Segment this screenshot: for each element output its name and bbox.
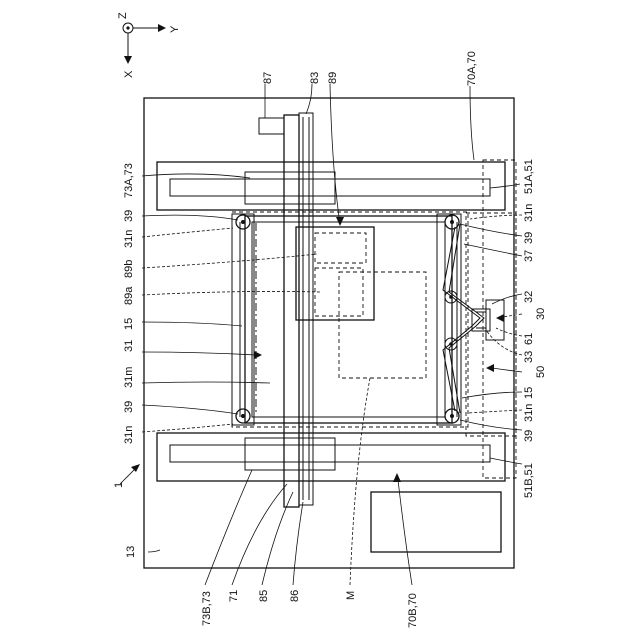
label-86: 86: [289, 590, 301, 602]
label-85: 85: [258, 590, 270, 602]
slider-73b: [245, 438, 335, 470]
label-89a: 89a: [123, 286, 135, 305]
axis-z-label: Z: [117, 12, 129, 19]
label-51b: 51B,51: [523, 463, 535, 498]
label-30: 30: [535, 308, 547, 320]
head-89b: [315, 233, 366, 263]
base-plate: [144, 98, 514, 568]
rail-73a: [157, 162, 505, 210]
unit-70b: [371, 492, 501, 552]
label-13: 13: [125, 546, 137, 558]
axis-y-label: Y: [169, 25, 181, 33]
processing-area-m: [339, 272, 426, 378]
roller-tl: [236, 215, 250, 229]
label-39-tl: 39: [123, 210, 135, 222]
rail-73b: [157, 433, 505, 481]
reference-labels: 87 83 89 70A,70 73A,73 39 31n 89b 89a 15…: [113, 51, 547, 628]
label-31n-bl: 31n: [123, 426, 135, 444]
head-89: [296, 227, 374, 320]
label-61: 61: [523, 333, 535, 345]
label-1: 1: [113, 482, 125, 488]
label-m: M: [345, 591, 357, 600]
label-83: 83: [309, 72, 321, 84]
roller-bl: [236, 409, 250, 423]
label-73a: 73A,73: [123, 163, 135, 198]
label-31m: 31m: [123, 367, 135, 388]
label-39-tr: 39: [523, 232, 535, 244]
label-70b: 70B,70: [407, 593, 419, 628]
label-71: 71: [228, 590, 240, 602]
label-39-bl: 39: [123, 401, 135, 413]
label-31n-tr: 31n: [523, 204, 535, 222]
axis-x-label: X: [123, 70, 135, 78]
label-37: 37: [523, 250, 535, 262]
label-33: 33: [523, 351, 535, 363]
label-31: 31: [123, 340, 135, 352]
label-89: 89: [327, 72, 339, 84]
slider-73a: [245, 172, 335, 204]
label-31n-tl: 31n: [123, 230, 135, 248]
label-89b: 89b: [123, 260, 135, 278]
label-50: 50: [535, 366, 547, 378]
label-32: 32: [523, 291, 535, 303]
label-51a: 51A,51: [523, 159, 535, 194]
block-87: [259, 118, 284, 134]
tensioner: [472, 300, 504, 340]
label-39-br: 39: [523, 430, 535, 442]
axis-indicator: Z Y X: [117, 12, 181, 78]
label-87: 87: [262, 72, 274, 84]
label-15-left: 15: [123, 318, 135, 330]
label-73b: 73B,73: [201, 591, 213, 626]
label-15-right: 15: [523, 387, 535, 399]
label-70a: 70A,70: [466, 51, 478, 86]
label-31n-br: 31n: [523, 404, 535, 422]
